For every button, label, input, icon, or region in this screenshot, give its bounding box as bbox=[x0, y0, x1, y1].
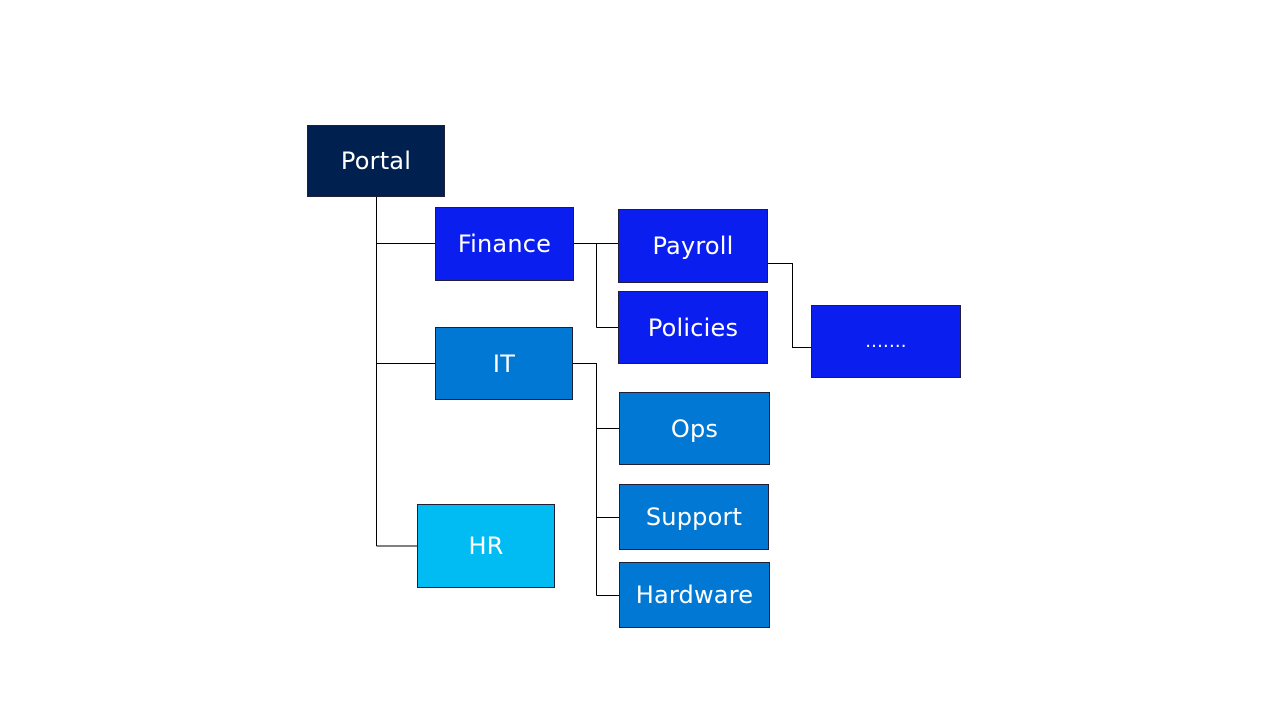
node-label: Ops bbox=[670, 414, 719, 443]
node-payroll: Payroll bbox=[618, 209, 768, 283]
connector-payroll-more bbox=[768, 263, 811, 348]
node-policies: Policies bbox=[618, 291, 768, 364]
node-ops: Ops bbox=[619, 392, 770, 465]
connector-finance-trunk bbox=[574, 243, 597, 328]
node-label: Policies bbox=[647, 313, 739, 342]
node-support: Support bbox=[619, 484, 769, 550]
node-hr: HR bbox=[417, 504, 555, 588]
node-portal: Portal bbox=[307, 125, 445, 197]
node-label: ....... bbox=[865, 331, 907, 352]
node-label: Support bbox=[645, 503, 743, 531]
node-it: IT bbox=[435, 327, 573, 400]
node-label: Portal bbox=[340, 147, 412, 175]
node-label: Finance bbox=[457, 230, 552, 258]
node-label: HR bbox=[468, 532, 504, 560]
node-hardware: Hardware bbox=[619, 562, 770, 628]
node-finance: Finance bbox=[435, 207, 574, 281]
node-label: Payroll bbox=[652, 232, 734, 260]
connector-it-trunk bbox=[573, 363, 597, 596]
node-label: IT bbox=[492, 349, 516, 378]
node-more-ellipsis: ....... bbox=[811, 305, 961, 378]
node-label: Hardware bbox=[635, 581, 754, 609]
